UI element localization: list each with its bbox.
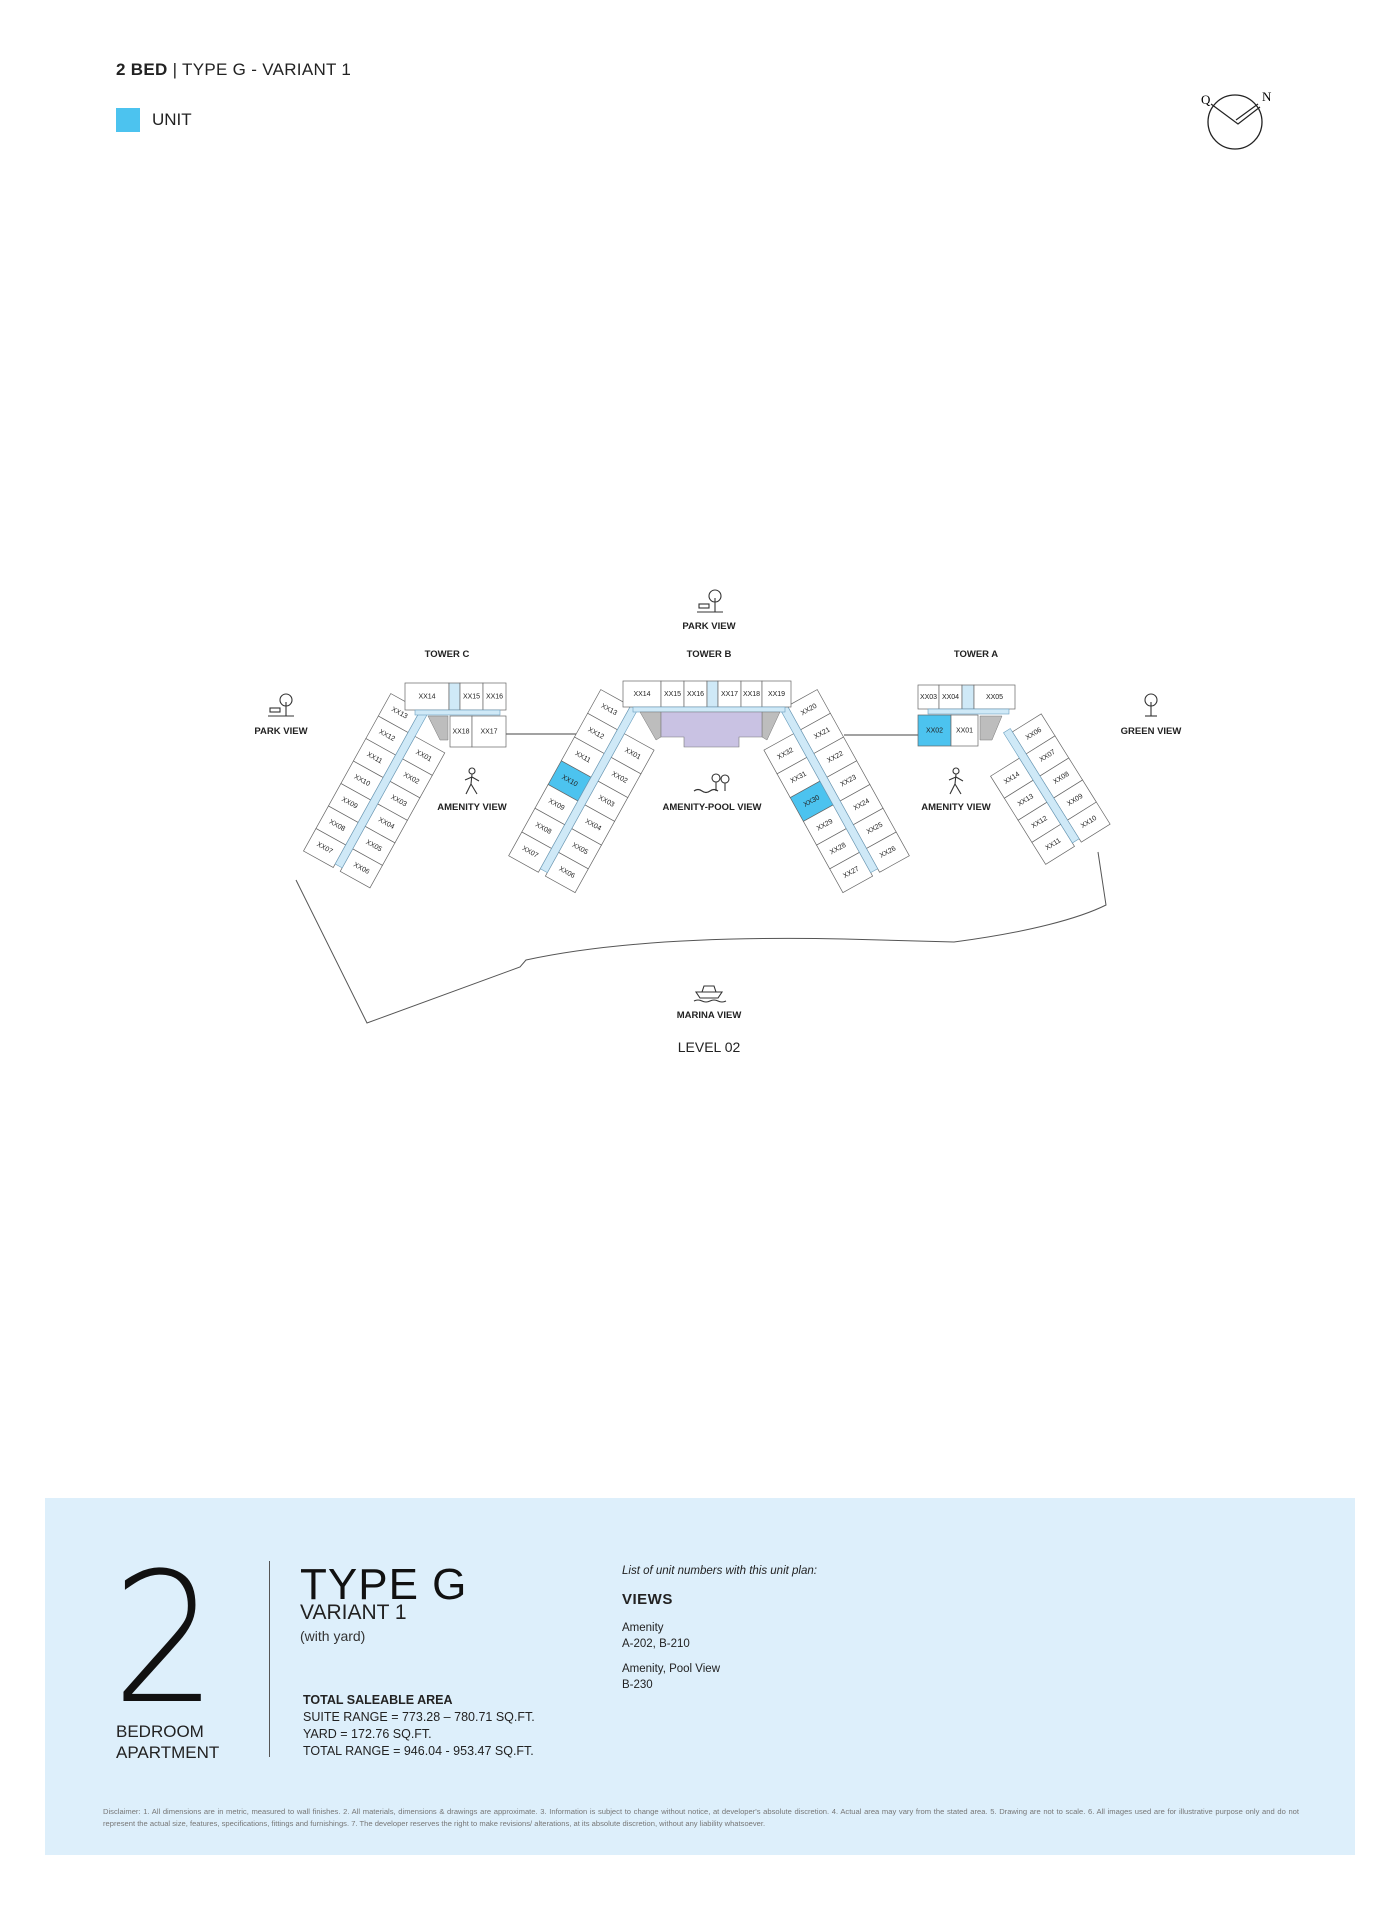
bedroom-label: BEDROOM APARTMENT: [116, 1721, 219, 1763]
corridor: [632, 706, 786, 713]
unit-label: XX17: [480, 728, 497, 735]
core: [639, 711, 662, 741]
compass-n: N: [1262, 89, 1272, 104]
total-range: TOTAL RANGE = 946.04 - 953.47 SQ.FT.: [303, 1744, 534, 1758]
park-view-left-icon: [268, 693, 294, 717]
bedroom-label-line1: BEDROOM: [116, 1722, 204, 1741]
floor-plan: XX13XX12XX11XX10XX09XX08XX07XX01XX02XX03…: [254, 589, 1182, 1055]
corridor: [706, 680, 719, 708]
type-variant: TYPE G - VARIANT 1: [182, 60, 352, 79]
view-name: Amenity: [622, 1622, 664, 1634]
tower-b: XX13XX12XX11XX10XX09XX08XX07XX01XX02XX03…: [508, 680, 910, 894]
amenity-area: [660, 711, 763, 748]
compass-icon: Q N: [1201, 89, 1272, 150]
core: [979, 715, 1003, 741]
view-name: Amenity, Pool View: [622, 1663, 721, 1675]
unit-label: XX15: [664, 691, 681, 698]
unit-xx02: [917, 714, 952, 747]
unit-xx05: [973, 684, 1016, 710]
level-label: LEVEL 02: [678, 1039, 741, 1055]
area-heading: TOTAL SALEABLE AREA: [303, 1693, 453, 1707]
views-list: List of unit numbers with this unit plan…: [622, 1565, 817, 1693]
unit-label: XX14: [418, 693, 435, 700]
panel-divider: [269, 1561, 270, 1757]
unit-label: XX02: [926, 727, 943, 734]
unit-label: XX01: [956, 727, 973, 734]
corridor: [414, 709, 501, 716]
marina-boat-icon: [693, 985, 727, 1003]
core: [427, 715, 449, 741]
tower-b-label: TOWER B: [687, 649, 732, 660]
unit-xx01: [950, 714, 979, 747]
tower-c: XX13XX12XX11XX10XX09XX08XX07XX01XX02XX03…: [303, 682, 507, 889]
corridor: [448, 682, 461, 711]
corridor: [961, 684, 975, 710]
view-units: B-230: [622, 1679, 653, 1691]
core: [761, 711, 781, 741]
suite-range: SUITE RANGE = 773.28 – 780.71 SQ.FT.: [303, 1710, 535, 1724]
view-units: A-202, B-210: [622, 1638, 690, 1650]
unit-label: XX03: [920, 694, 937, 701]
unit-label: XX19: [768, 691, 785, 698]
legend-label: UNIT: [152, 110, 192, 129]
tower-a-label: TOWER A: [954, 649, 998, 660]
unit-label: XX16: [486, 693, 503, 700]
unit-label: XX05: [986, 694, 1003, 701]
green-view-label: GREEN VIEW: [1121, 726, 1182, 737]
unit-label: XX15: [463, 693, 480, 700]
disclaimer: Disclaimer: 1. All dimensions are in met…: [103, 1807, 1299, 1828]
unit-label: XX18: [743, 691, 760, 698]
variant-note: (with yard): [300, 1628, 366, 1644]
unit-xx19: [761, 680, 792, 708]
unit-label: XX04: [942, 694, 959, 701]
yard-area: YARD = 172.76 SQ.FT.: [303, 1727, 432, 1741]
compass-q: Q: [1201, 92, 1211, 107]
unit-list-intro: List of unit numbers with this unit plan…: [622, 1565, 817, 1577]
green-view-icon: [1144, 693, 1158, 717]
tower-wing: XX13XX12XX11XX10XX09XX08XX07XX01XX02XX03…: [508, 689, 655, 894]
tower-wing: XX13XX12XX11XX10XX09XX08XX07XX01XX02XX03…: [303, 693, 446, 889]
unit-xx14: [404, 682, 450, 711]
amenity-view-right-icon: [948, 767, 964, 795]
saleable-area: TOTAL SALEABLE AREA SUITE RANGE = 773.28…: [303, 1692, 535, 1760]
unit-label: XX17: [721, 691, 738, 698]
park-view-top-icon: [697, 589, 723, 613]
legend: UNIT: [116, 108, 192, 132]
bedroom-count: 2: [112, 1535, 218, 1744]
amenity-pool-view-label: AMENITY-POOL VIEW: [662, 802, 761, 813]
tower-wing: XX20XX21XX22XX23XX24XX25XX26XX32XX31XX30…: [763, 689, 910, 894]
marina-view-label: MARINA VIEW: [677, 1010, 742, 1021]
amenity-view-left-label: AMENITY VIEW: [437, 802, 507, 813]
unit-label: XX16: [687, 691, 704, 698]
unit-variant: VARIANT 1: [300, 1601, 407, 1624]
bedroom-label-line2: APARTMENT: [116, 1743, 220, 1762]
plan-title: 2 BED | TYPE G - VARIANT 1: [116, 60, 351, 80]
tower-c-label: TOWER C: [425, 649, 470, 660]
unit-info-panel: [45, 1498, 1355, 1855]
title-separator: |: [167, 60, 183, 79]
amenity-view-right-label: AMENITY VIEW: [921, 802, 991, 813]
unit-label: XX14: [633, 691, 650, 698]
unit-swatch: [116, 108, 140, 132]
unit-label: XX18: [452, 728, 469, 735]
corridor: [1003, 728, 1080, 844]
park-view-left-label: PARK VIEW: [254, 726, 307, 737]
views-heading: VIEWS: [622, 1591, 673, 1608]
site-outline: [295, 733, 1107, 1024]
unit-type: TYPE G: [300, 1560, 468, 1609]
corridor: [927, 708, 1010, 715]
amenity-view-left-icon: [464, 767, 480, 795]
bed-count: 2 BED: [116, 60, 168, 79]
amenity-pool-icon: [693, 773, 730, 794]
park-view-top-label: PARK VIEW: [682, 621, 735, 632]
unit-xx17: [471, 715, 507, 748]
